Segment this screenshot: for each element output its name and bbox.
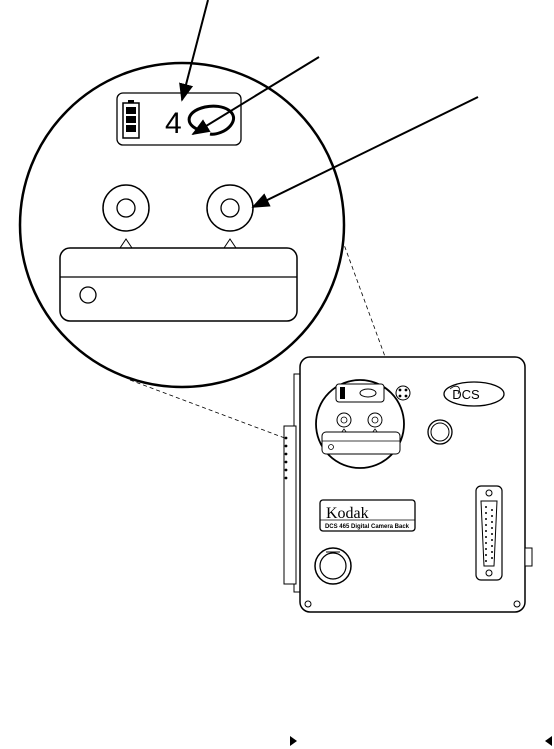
kodak-label: Kodak DCS 465 Digital Camera Back [320,500,415,531]
dcs-badge: DCS [444,382,504,406]
model-label: DCS 465 Digital Camera Back [325,524,410,530]
dcs-badge-label: DCS [452,387,480,402]
round-socket [315,548,351,584]
vent-dots [396,386,410,400]
next-page-icon[interactable] [290,736,297,746]
magnified-panel: 4 [20,63,344,387]
dsub-connector [476,486,502,580]
body-round-button[interactable] [428,420,452,444]
camera-back: DCS Kodak DCS 465 Digital Camera Back [284,357,532,612]
indicator-led [80,287,96,303]
right-button[interactable] [207,185,253,231]
lower-panel [60,248,297,321]
frame-counter: 4 [165,107,182,140]
kodak-brand: Kodak [326,505,369,522]
prev-page-icon[interactable] [545,736,552,746]
left-button[interactable] [103,185,149,231]
